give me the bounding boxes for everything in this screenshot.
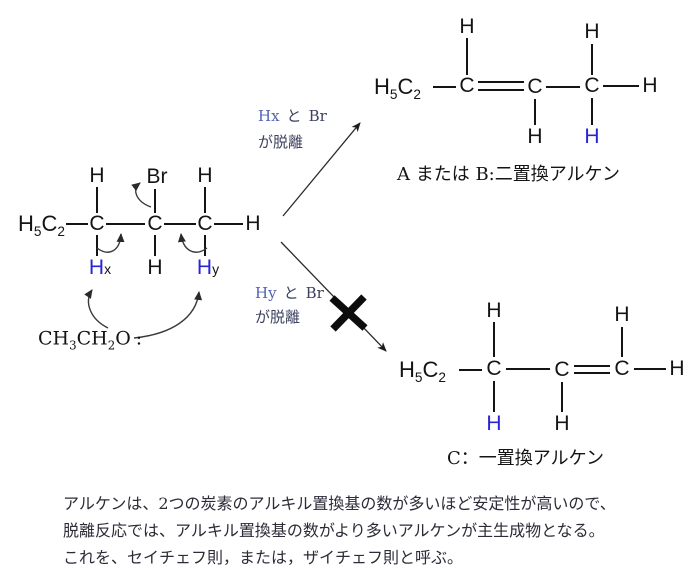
note-line: これを、セイチェフ則，または，ザイチェフ則と呼ぶ。 [63,548,464,567]
product-a-c3-atom: C [584,74,600,97]
pathway-top-label: Hx と Br が脱離 [258,103,327,155]
product-a-c2-atom: C [527,75,543,98]
reactant-c2-atom: C [147,212,163,235]
pathway-subject: Hy [255,284,277,302]
product-c-bonds [459,322,666,412]
product-c-c3-atom: C [614,357,630,380]
formula-part: CH [38,327,70,350]
atom-label: H [374,73,390,99]
product-a-ethyl-group: H5C2 [374,74,421,102]
reactant-hy-atom: Hy [197,256,219,280]
product-a-h-blue-c3-atom: H [584,125,600,148]
product-c-ethyl-group: H5C2 [399,357,446,385]
hx-hydrogen: H [88,256,105,279]
product-c-h-top-c3-atom: H [614,303,630,326]
formula-part: CH [76,327,108,350]
curved-arrow-hy-to-bond [177,233,208,253]
product-a-h-top-c1-atom: H [459,15,475,38]
product-c-caption: C：一置換アルケン [447,448,605,469]
subscript: 2 [57,224,65,240]
subscript: 2 [438,370,446,386]
reactant-c1-atom: C [89,212,105,235]
product-c-c2-atom: C [554,358,570,381]
product-c-h-top-c1-atom: H [486,299,502,322]
reactant-h-top-c3-atom: H [197,164,213,187]
x-mark [329,294,368,332]
curved-arrow-ethoxide-to-hx [84,289,109,329]
subscript: 5 [389,87,398,103]
product-c-h-blue-c1-atom: H [486,412,502,435]
reactant-h-right-atom: H [245,212,261,235]
subscript: 3 [69,338,77,353]
product-a-h-bottom-c2-atom: H [527,125,543,148]
product-a-caption: A または B:二置換アルケン [397,164,621,185]
reactant-hx-atom: Hx [89,256,111,280]
atom-label: C [41,210,58,236]
reactant-h-top-c1-atom: H [89,164,105,187]
product-a-bonds [433,38,639,125]
curved-arrow-hx-to-bond [96,233,125,253]
pathway-connector: と [286,107,302,125]
arrow-to-product-a [282,122,361,217]
ethoxide-nucleophile: CH3CH2O: [38,328,142,353]
pathway-top-line2: が脱離 [258,133,304,151]
pathway-bottom-label: Hy と Br が脱離 [255,281,324,329]
lone-pair-colon: : [135,327,143,350]
product-a-c1-atom: C [459,74,475,97]
subscript: 2 [107,338,116,353]
hy-subscript: y [212,261,220,277]
pathway-partner: Br [308,107,327,125]
curved-arrow-ethoxide-to-hy [133,291,203,339]
atom-label: C [397,73,414,99]
x-stroke [330,294,367,332]
pathway-connector: と [283,284,299,302]
pathway-subject: Hx [258,107,280,125]
product-a-h-top-c3-atom: H [584,20,600,43]
product-c-h-right-atom: H [669,357,685,380]
product-c-h-bottom-c2-atom: H [554,412,570,435]
note-line: アルケンは、2つの炭素のアルキル置換基の数が多いほど安定性が高いので、 [63,494,616,513]
subscript: 2 [413,87,421,103]
hx-subscript: x [104,261,112,277]
formula-part: O [115,327,131,350]
pathway-partner: Br [305,284,324,302]
reactant-c3-atom: C [197,212,213,235]
reactant-br-atom: Br [146,165,168,188]
pathway-bottom-line2: が脱離 [255,308,301,326]
product-a-h-right-atom: H [642,74,658,97]
pathway-bottom-line1: Hy と Br [255,281,324,305]
hy-hydrogen: H [196,256,213,279]
curved-arrow-br-leaving [131,182,152,208]
mechanism-arrows [84,182,208,339]
subscript: 5 [33,224,42,240]
zaitsev-rule-note: アルケンは、2つの炭素のアルキル置換基の数が多いほど安定性が高いので、 脱離反応… [63,490,616,571]
atom-label: H [18,210,34,236]
note-line: 脱離反応では、アルキル置換基の数がより多いアルケンが主生成物となる。 [63,521,605,540]
pathway-top-line1: Hx と Br [258,103,327,129]
product-c-c1-atom: C [486,357,502,380]
reactant-h-bottom-c2-atom: H [147,256,163,279]
reactant-bonds [66,187,243,256]
subscript: 5 [414,370,423,386]
reactant-ethyl-group: H5C2 [18,211,65,239]
atom-label: C [422,356,439,382]
atom-label: H [399,356,415,382]
